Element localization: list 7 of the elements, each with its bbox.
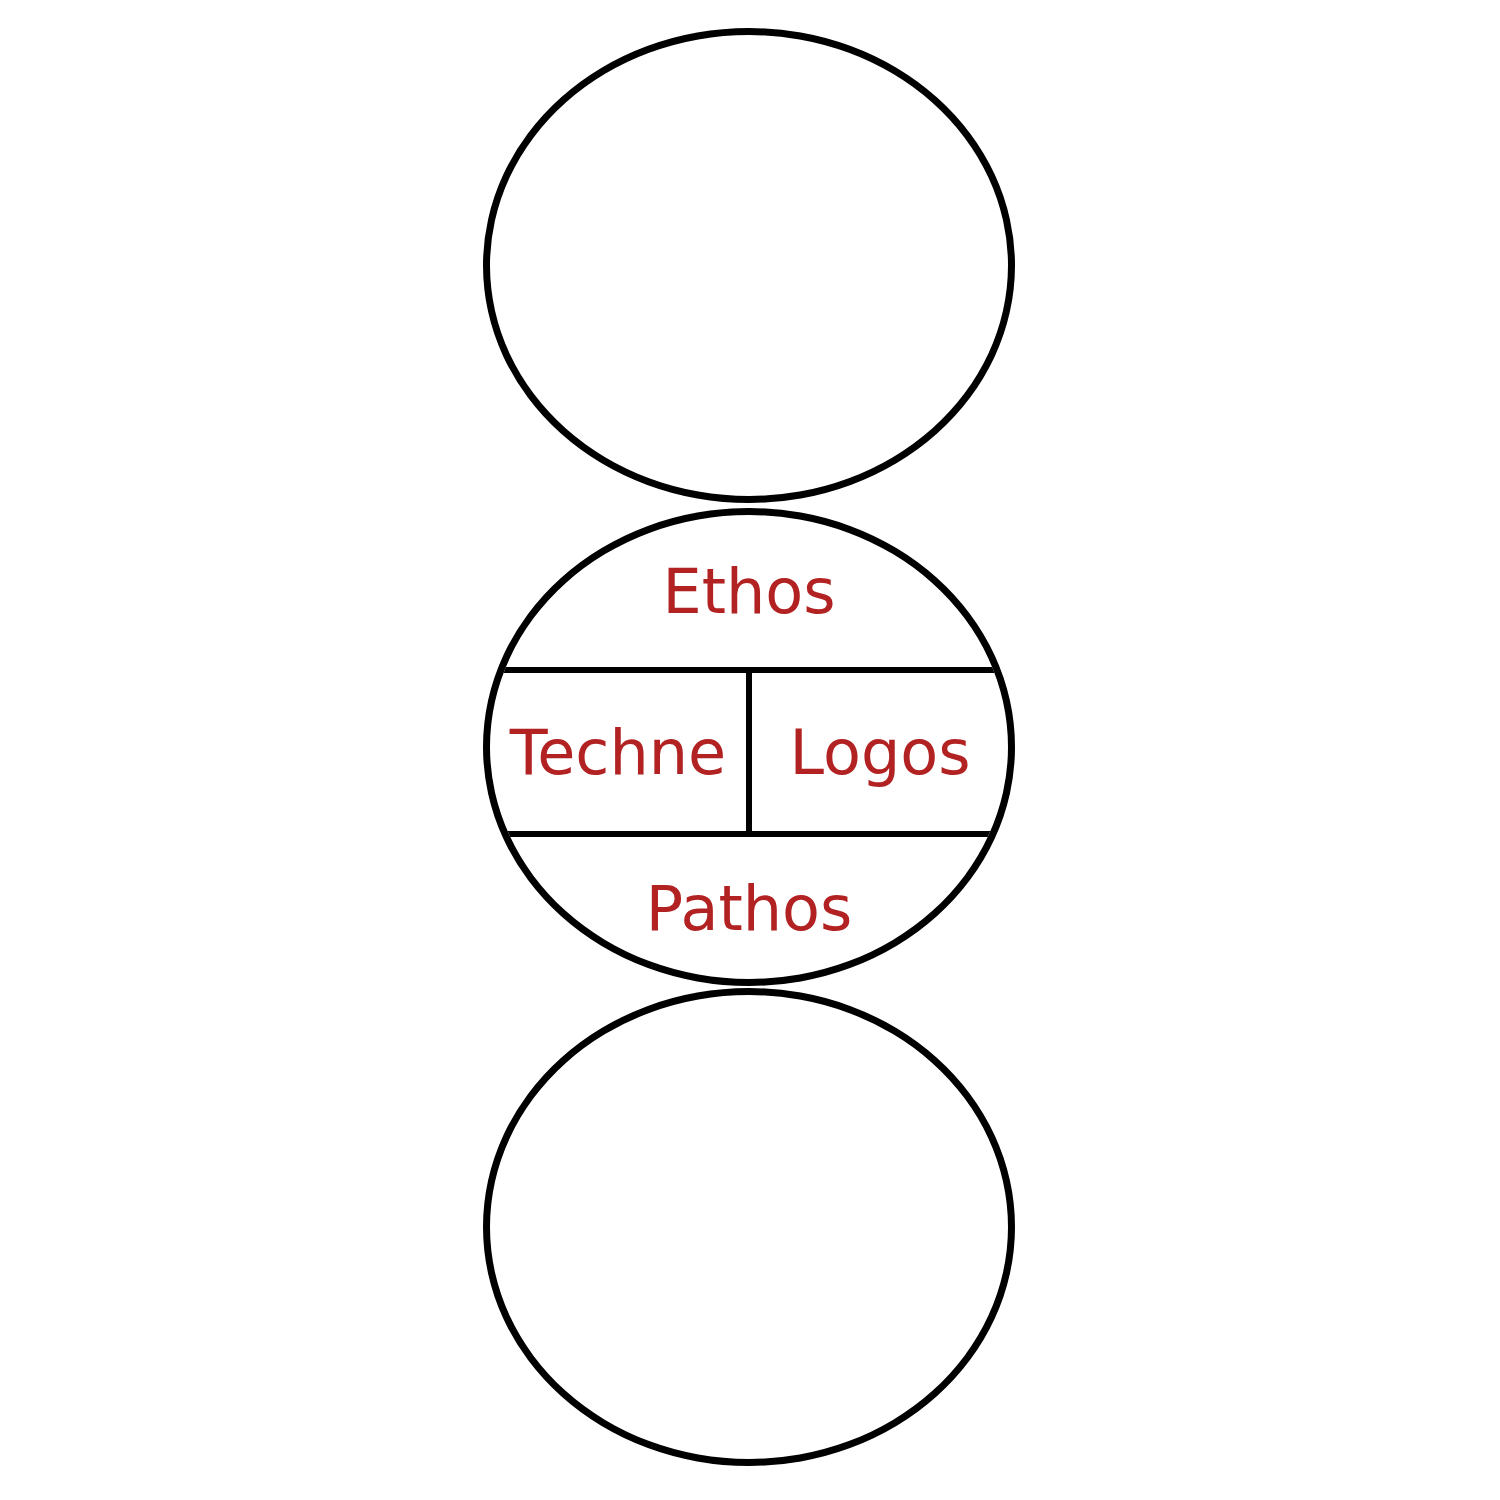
section-label: Pathos <box>645 871 853 945</box>
empty-circle <box>483 28 1015 503</box>
section-label: Ethos <box>662 554 836 628</box>
divided-circle <box>483 508 1015 986</box>
section-label: Techne <box>509 715 727 789</box>
section-label: Logos <box>789 715 971 789</box>
empty-circle <box>483 988 1015 1466</box>
